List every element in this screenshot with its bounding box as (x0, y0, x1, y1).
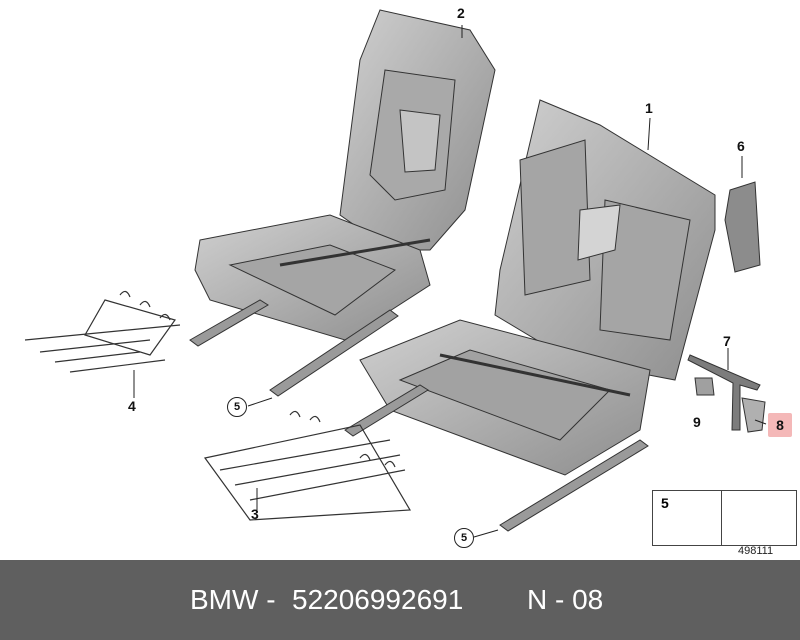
callout-8-highlighted: 8 (768, 413, 792, 437)
legend-number: 5 (661, 495, 669, 511)
callout-9: 9 (693, 414, 701, 430)
leader-lines (133, 25, 767, 538)
right-backrest-frame (494, 99, 716, 381)
footer-part-number: 52206992691 (292, 584, 464, 615)
footer-reference: N - 08 (527, 584, 604, 615)
diagram-drawing (24, 9, 786, 538)
diagram-id: 498111 (738, 545, 774, 557)
right-seat-rails (344, 384, 649, 532)
footer-brand: BMW - (190, 584, 276, 615)
part-6-bracket (724, 181, 761, 273)
callout-5-lower: 5 (454, 528, 474, 548)
callout-2: 2 (457, 5, 465, 21)
part-8-bracket (741, 397, 766, 433)
part-4-seat-springs (24, 290, 181, 373)
part-7-strap (687, 354, 761, 431)
part-9-clip (694, 377, 715, 396)
legend-box: 5 (652, 490, 797, 546)
callout-7: 7 (723, 333, 731, 349)
callout-5-upper: 5 (227, 397, 247, 417)
parts-diagram (24, 9, 786, 538)
left-backrest-frame (339, 9, 496, 251)
callout-1: 1 (645, 100, 653, 116)
legend-divider (721, 491, 722, 545)
callout-6: 6 (737, 138, 745, 154)
left-seat-rails (189, 299, 399, 397)
part-3-seat-springs (203, 410, 412, 521)
callout-4: 4 (128, 398, 136, 414)
callout-3: 3 (251, 506, 259, 522)
footer-bar: BMW - 52206992691 N - 08 (0, 560, 800, 640)
